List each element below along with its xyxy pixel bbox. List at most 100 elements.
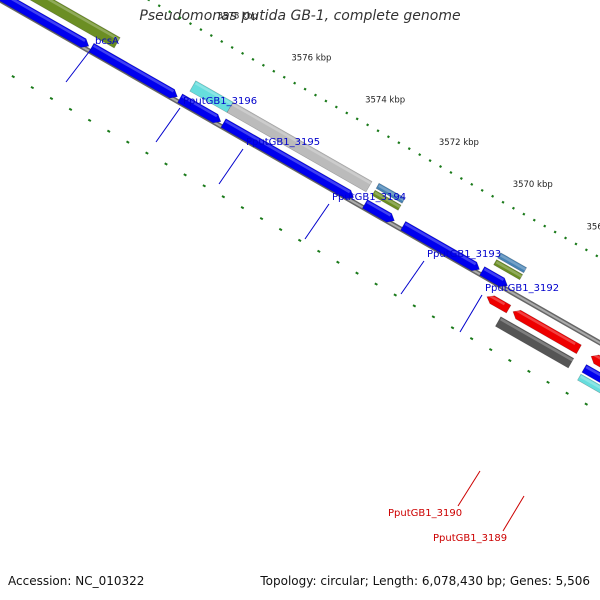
minor-tick: [491, 194, 495, 198]
inner-tick: [488, 347, 493, 352]
inner-tick: [278, 227, 283, 232]
minor-tick: [303, 87, 307, 91]
gene-label-leader: [400, 260, 425, 295]
feature-3193-steel-highlight: [378, 184, 405, 202]
tick-label-3570: 3570 kbp: [513, 180, 553, 190]
inner-tick: [469, 337, 474, 341]
minor-tick: [386, 135, 390, 139]
minor-tick: [251, 57, 255, 61]
cds-3191-highlight: [483, 267, 505, 281]
cds-3196-highlight: [93, 44, 175, 93]
inner-tick: [393, 293, 398, 297]
tick-label-3572: 3572 kbp: [439, 138, 479, 148]
feature-bcsA: [29, 0, 121, 49]
tick-label-3578: 3578 kbp: [218, 11, 258, 21]
inner-tick: [546, 380, 550, 384]
gene-label-pputgb1_3196: PputGB1_3196: [183, 96, 257, 107]
feature-gray-3189-highlight: [500, 318, 574, 362]
inner-tick: [68, 107, 73, 112]
feature-3193-steel: [375, 182, 406, 204]
feature-3193-olive-highlight: [374, 191, 401, 209]
gene-label-pputgb1_3192: PputGB1_3192: [485, 283, 559, 294]
inner-tick: [164, 162, 168, 166]
tick-label-3568: 3568 kbp: [587, 222, 600, 232]
tick-label-3576: 3576 kbp: [291, 54, 331, 64]
feature-pseudo-3194: [226, 101, 373, 193]
minor-tick: [230, 45, 234, 49]
gene-label-leader: [65, 47, 93, 83]
inner-tick: [412, 304, 417, 308]
minor-tick: [334, 105, 338, 109]
minor-tick: [209, 34, 213, 38]
inner-tick: [584, 402, 589, 406]
inner-tick: [374, 282, 378, 286]
minor-tick: [418, 153, 422, 157]
inner-tick: [565, 391, 569, 395]
gene-label-leader: [155, 107, 181, 143]
minor-tick: [439, 165, 443, 169]
feature-edge-rna-highlight: [580, 375, 600, 389]
inner-tick: [431, 315, 436, 319]
minor-tick: [261, 63, 265, 67]
minor-tick: [532, 218, 536, 222]
minor-tick: [293, 81, 297, 85]
minor-tick: [376, 129, 380, 133]
minor-tick: [595, 254, 599, 258]
minor-tick: [188, 22, 192, 26]
feature-3192-steel: [497, 252, 528, 274]
minor-tick: [157, 4, 161, 8]
inner-tick: [527, 369, 531, 374]
feature-gray-3189: [494, 316, 575, 369]
feature-3192-olive-highlight: [495, 261, 523, 278]
minor-tick: [272, 69, 276, 73]
cds-3190-highlight: [514, 308, 576, 345]
feature-3192-olive: [493, 259, 524, 281]
gene-label-leader: [304, 203, 330, 240]
cds-3193-highlight: [366, 201, 392, 217]
minor-tick: [407, 147, 411, 151]
topology-stats-text: Topology: circular; Length: 6,078,430 bp…: [260, 574, 590, 588]
gene-label-bcsa: bcsA: [95, 36, 119, 47]
cds-3194-highlight: [225, 120, 351, 194]
minor-tick: [543, 224, 547, 228]
minor-tick: [584, 248, 588, 252]
minor-tick: [553, 230, 557, 234]
tick-label-3574: 3574 kbp: [365, 96, 405, 106]
inner-tick: [106, 129, 111, 133]
minor-tick: [397, 141, 401, 145]
minor-tick: [355, 117, 359, 121]
minor-tick: [470, 182, 474, 186]
minor-tick: [564, 236, 568, 240]
gene-label-pputgb1_3193: PputGB1_3193: [427, 249, 501, 260]
minor-tick: [345, 111, 349, 115]
gene-label-leader: [457, 470, 481, 507]
minor-tick: [522, 212, 526, 216]
feature-3192-steel-highlight: [499, 254, 527, 271]
cds-3189-highlight: [592, 353, 600, 360]
feature-rna-highlight: [194, 82, 233, 106]
inner-tick: [221, 195, 226, 199]
inner-tick: [11, 75, 16, 79]
minor-tick: [366, 123, 370, 127]
minor-tick: [324, 99, 328, 103]
cds-3195-highlight: [181, 95, 218, 118]
gene-label-pputgb1_3190: PputGB1_3190: [388, 508, 462, 519]
inner-tick: [49, 96, 54, 101]
cds-3192-highlight: [404, 222, 477, 266]
cds-3190-small-highlight: [488, 294, 506, 306]
minor-tick: [428, 159, 432, 163]
inner-tick: [450, 326, 455, 330]
minor-tick: [480, 188, 484, 192]
cds-3189: [590, 354, 600, 368]
minor-tick: [241, 51, 245, 55]
minor-tick: [449, 170, 453, 174]
minor-tick: [459, 176, 463, 180]
gene-label-leader: [459, 294, 483, 333]
accession-text: Accession: NC_010322: [8, 574, 145, 588]
inner-tick: [317, 249, 321, 253]
minor-tick: [501, 200, 505, 204]
minor-tick: [178, 16, 182, 20]
inner-tick: [87, 118, 92, 122]
minor-tick: [574, 242, 578, 246]
inner-tick: [126, 140, 130, 144]
